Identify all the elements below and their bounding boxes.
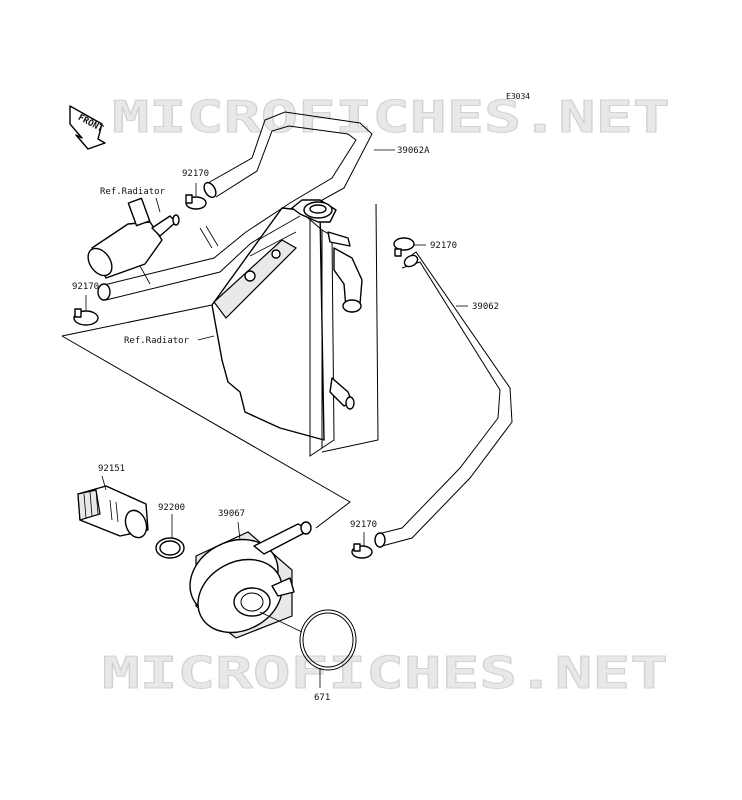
front-arrow-icon: FRONT (69, 105, 106, 150)
hose-clamp-92170-b (73, 308, 99, 326)
watermark-bottom: MICROFICHES.NET (102, 648, 668, 699)
callout-92170-d: 92170 (350, 520, 377, 530)
leader-ref-radiator-lower (197, 335, 215, 341)
hose-clamp-92170-a (185, 194, 207, 210)
o-ring-671 (299, 609, 357, 671)
lower-hose (374, 251, 513, 548)
diagram-code: E3034 (506, 92, 530, 101)
hose-clamp-92170-d (351, 543, 373, 559)
upper-radiator-fitting (87, 197, 180, 279)
watermark-top: MICROFICHES.NET (112, 92, 670, 143)
oil-cooler-39067 (189, 521, 312, 639)
callout-92170-c: 92170 (430, 241, 457, 251)
callout-39067: 39067 (218, 509, 245, 519)
hose-clamp-92170-c (393, 237, 415, 257)
leader-39067 (237, 521, 241, 541)
callout-92151: 92151 (98, 464, 125, 474)
reference-bracket-right (321, 203, 379, 453)
reference-bracket-left (61, 304, 213, 337)
union-bolt-92151 (77, 485, 149, 539)
callout-671: 671 (314, 693, 330, 703)
callout-92200: 92200 (158, 503, 185, 513)
callout-39062: 39062 (472, 302, 499, 312)
gasket-92200 (155, 537, 185, 559)
callout-39062A: 39062A (397, 146, 430, 156)
callout-92170-a: 92170 (182, 169, 209, 179)
leader-671-cooler (259, 611, 303, 633)
upper-hose (97, 111, 373, 301)
reference-line-cooler (61, 335, 351, 529)
radiator (211, 199, 363, 457)
callout-ref-radiator-lower: Ref.Radiator (124, 336, 190, 346)
callout-92170-b: 92170 (72, 282, 99, 292)
leader-ref-radiator-upper (155, 197, 161, 213)
callout-ref-radiator-upper: Ref.Radiator (100, 187, 166, 197)
leader-92151 (101, 475, 107, 491)
